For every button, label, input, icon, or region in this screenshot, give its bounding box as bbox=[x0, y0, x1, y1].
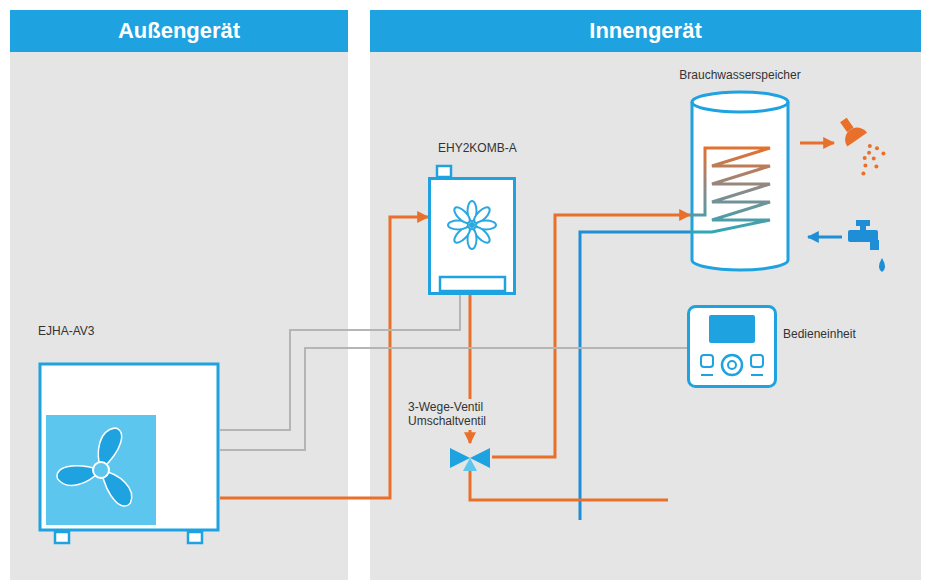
region-heading: Innengerät bbox=[370, 10, 921, 52]
outdoor-panel bbox=[10, 10, 348, 580]
tap-icon bbox=[848, 220, 885, 272]
return-pipe bbox=[470, 471, 668, 500]
shower-icon bbox=[834, 113, 867, 146]
region-band: InnengerätEHY2KOMB-A Brauchwasserspeicher… bbox=[370, 10, 921, 580]
hot-water-arrow bbox=[800, 142, 834, 145]
boiler-flue bbox=[437, 166, 451, 177]
control-unit: Bedieneinheit bbox=[687, 305, 777, 388]
part-label: Brauchwasserspeicher bbox=[679, 68, 800, 82]
gas-boiler-shape bbox=[428, 177, 516, 295]
label-wrap: 3-Wege-Ventil Umschaltventil bbox=[406, 399, 501, 430]
cable-connector bbox=[220, 348, 687, 450]
label-wrap: Bedieneinheit bbox=[783, 327, 856, 341]
label-wrap: EJHA-AV3 bbox=[38, 324, 94, 338]
gas-boiler: EHY2KOMB-A bbox=[428, 177, 516, 295]
region-heading: Außengerät bbox=[10, 10, 348, 52]
part-label: Bedieneinheit bbox=[783, 327, 856, 341]
pipe-connector bbox=[492, 215, 690, 457]
shower-drops bbox=[861, 144, 885, 176]
part-label: EJHA-AV3 bbox=[38, 324, 94, 338]
part-label: 3-Wege-Ventil Umschaltventil bbox=[406, 399, 501, 430]
cold-water-pipe bbox=[580, 232, 690, 520]
hot-water-tank-shape bbox=[690, 90, 790, 270]
three-way-valve: 3-Wege-Ventil Umschaltventil bbox=[448, 443, 492, 471]
cold-water-arrow bbox=[808, 236, 842, 239]
label-wrap: Brauchwasserspeicher bbox=[679, 68, 800, 82]
part-label: EHY2KOMB-A bbox=[438, 141, 517, 155]
region-band: AußengerätEJHA-AV3 bbox=[10, 10, 348, 580]
label-wrap: EHY2KOMB-A bbox=[438, 141, 517, 155]
pipe-connector bbox=[220, 217, 428, 498]
three-way-valve-shape bbox=[448, 443, 492, 471]
indoor-panel bbox=[370, 10, 921, 580]
outdoor-unit: EJHA-AV3 bbox=[38, 362, 220, 532]
unit-feet bbox=[55, 532, 202, 543]
outdoor-unit-shape bbox=[38, 362, 220, 532]
hot-water-tank: Brauchwasserspeicher bbox=[690, 90, 790, 270]
control-unit-shape bbox=[687, 305, 777, 388]
